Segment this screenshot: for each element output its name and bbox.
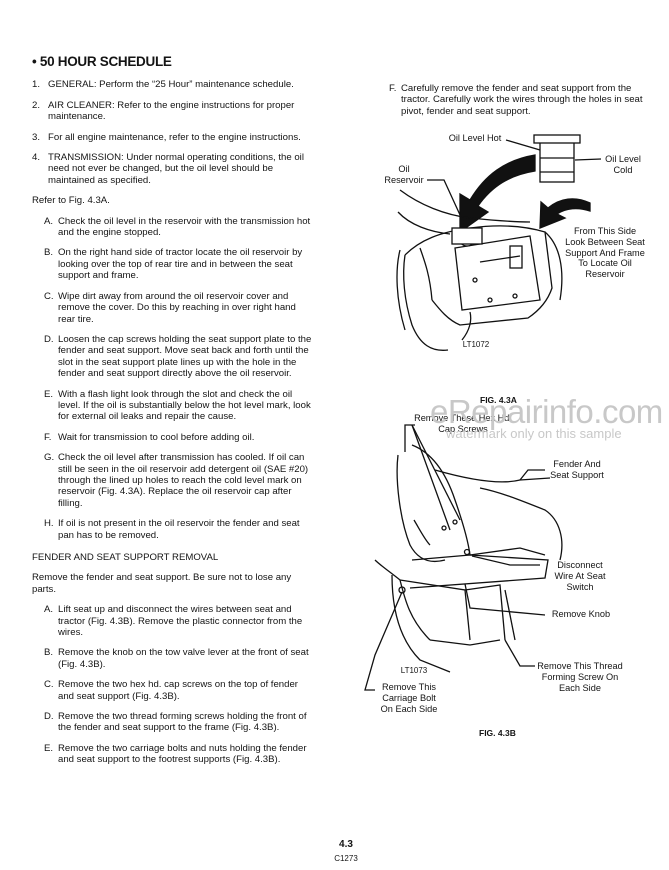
- numbered-list: 1. GENERAL: Perform the “25 Hour” mainten…: [32, 79, 314, 186]
- list-item: E. With a flash light look through the sl…: [32, 389, 314, 423]
- item-text: On the right hand side of tractor locate…: [58, 247, 303, 282]
- item-marker: D.: [44, 333, 54, 345]
- item-text: Check the oil level after transmission h…: [58, 452, 309, 509]
- item-text: For all engine maintenance, refer to the…: [48, 131, 301, 143]
- item-marker: 1.: [32, 79, 41, 91]
- label-remove-knob: Remove Knob: [551, 609, 611, 619]
- item-text: Remove the knob on the tow valve lever a…: [58, 647, 309, 670]
- list-item: D. Remove the two thread forming screws h…: [32, 711, 314, 734]
- item-marker: H.: [44, 518, 54, 530]
- item-marker: F.: [44, 431, 52, 443]
- list-item: 2. AIR CLEANER: Refer to the engine instr…: [32, 100, 314, 123]
- label-oil-level-hot: Oil Level Hot: [448, 133, 502, 143]
- list-item: H. If oil is not present in the oil reser…: [32, 518, 314, 541]
- item-text: Loosen the cap screws holding the seat s…: [58, 333, 312, 380]
- section-heading: • 50 HOUR SCHEDULE: [32, 54, 172, 69]
- item-marker: 2.: [32, 99, 41, 111]
- item-marker: 3.: [32, 131, 41, 143]
- page-number: 4.3: [339, 839, 353, 850]
- label-oil-level-cold: Oil Level Cold: [605, 154, 641, 175]
- item-marker: C.: [44, 290, 54, 302]
- item-text: AIR CLEANER: Refer to the engine instruc…: [48, 99, 295, 123]
- step-text: Carefully remove the fender and seat sup…: [401, 83, 643, 117]
- label-oil-reservoir: Oil Reservoir: [384, 164, 424, 185]
- item-marker: B.: [44, 247, 54, 259]
- item-marker: A.: [44, 215, 54, 227]
- item-text: With a flash light look through the slot…: [58, 388, 311, 423]
- list-item: 1. GENERAL: Perform the “25 Hour” mainten…: [32, 79, 314, 90]
- item-marker: E.: [44, 388, 54, 400]
- item-text: Check the oil level in the reservoir wit…: [58, 215, 311, 239]
- section-heading-fender: FENDER AND SEAT SUPPORT REMOVAL: [32, 552, 219, 563]
- item-marker: B.: [44, 647, 54, 659]
- list-item: A. Check the oil level in the reservoir w…: [32, 216, 314, 239]
- step-letter: F.: [389, 83, 397, 94]
- label-remove-cap-screws: Remove These Hex Hd. Cap Screws: [414, 413, 512, 434]
- right-step-f: F. Carefully remove the fender and seat …: [389, 83, 651, 117]
- left-column: • 50 HOUR SCHEDULE 1. GENERAL: Perform th…: [32, 54, 314, 775]
- list-item: C. Remove the two hex hd. cap screws on t…: [32, 679, 314, 702]
- list-item: E. Remove the two carriage bolts and nuts…: [32, 743, 314, 766]
- list-item: D. Loosen the cap screws holding the seat…: [32, 334, 314, 380]
- list-item: B. On the right hand side of tractor loca…: [32, 247, 314, 281]
- item-text: If oil is not present in the oil reservo…: [58, 518, 300, 541]
- fender-steps: A. Lift seat up and disconnect the wires …: [32, 604, 314, 765]
- refer-text: Refer to Fig. 4.3A.: [32, 195, 110, 207]
- fig-a-code: LT1072: [462, 340, 490, 349]
- list-item: 4. TRANSMISSION: Under normal operating c…: [32, 152, 314, 186]
- list-item: G.Check the oil level after transmission…: [32, 452, 314, 509]
- item-marker: D.: [44, 711, 54, 723]
- list-item: A. Lift seat up and disconnect the wires …: [32, 604, 314, 638]
- item-marker: G.: [44, 452, 55, 464]
- label-carriage-bolt: Remove This Carriage Bolt On Each Side: [380, 682, 438, 714]
- watermark-main: eRepairinfo.com: [430, 393, 663, 430]
- label-thread-forming-screw: Remove This Thread Forming Screw On Each…: [537, 661, 623, 693]
- oil-check-steps: A. Check the oil level in the reservoir w…: [32, 216, 314, 541]
- item-text: TRANSMISSION: Under normal operating con…: [48, 152, 304, 186]
- label-from-this-side: From This Side Look Between Seat Support…: [565, 226, 645, 280]
- fig-b-code: LT1073: [400, 666, 428, 675]
- item-text: Remove the two carriage bolts and nuts h…: [58, 742, 307, 766]
- fig-4-3b-drawing: [364, 424, 563, 691]
- watermark-sub: watermark only on this sample: [446, 426, 622, 441]
- item-text: Lift seat up and disconnect the wires be…: [58, 604, 303, 639]
- item-text: Wait for transmission to cool before add…: [58, 431, 255, 443]
- list-item: F. Wait for transmission to cool before a…: [32, 432, 314, 443]
- list-item: B. Remove the knob on the tow valve lever…: [32, 647, 314, 670]
- item-text: Wipe dirt away from around the oil reser…: [58, 290, 296, 325]
- item-text: Remove the two hex hd. cap screws on the…: [58, 679, 298, 702]
- item-marker: E.: [44, 742, 54, 754]
- item-text: GENERAL: Perform the “25 Hour” maintenan…: [48, 79, 294, 91]
- list-item: 3. For all engine maintenance, refer to t…: [32, 132, 314, 143]
- item-marker: A.: [44, 604, 54, 616]
- fig-4-3a-drawing: [396, 134, 602, 351]
- label-disconnect-wire: Disconnect Wire At Seat Switch: [554, 560, 606, 592]
- item-marker: C.: [44, 679, 54, 691]
- doc-code: C1273: [334, 854, 358, 863]
- fig-4-3b-caption: FIG. 4.3B: [479, 728, 516, 738]
- fender-intro: Remove the fender and seat support. Be s…: [32, 572, 292, 595]
- item-text: Remove the two thread forming screws hol…: [58, 711, 307, 734]
- label-fender-seat-support: Fender And Seat Support: [550, 459, 604, 480]
- item-marker: 4.: [32, 152, 41, 164]
- list-item: C. Wipe dirt away from around the oil res…: [32, 291, 314, 325]
- fig-4-3a-caption: FIG. 4.3A: [480, 395, 517, 405]
